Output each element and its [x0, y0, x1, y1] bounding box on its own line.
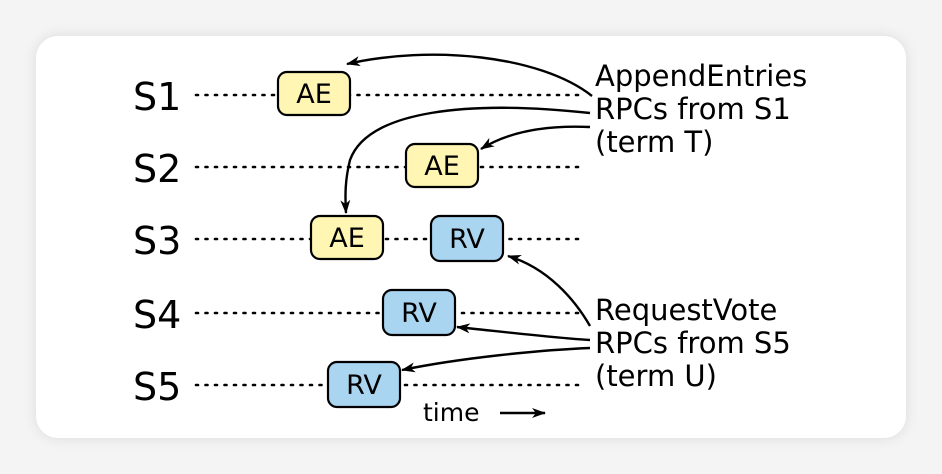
append-entries-note-line-2: RPCs from S1: [595, 92, 791, 126]
message-box-s4-rv: RV: [381, 288, 457, 337]
message-label-s2-ae: AE: [424, 151, 460, 182]
message-box-s5-rv: RV: [326, 360, 402, 409]
server-label-s4: S4: [133, 293, 181, 337]
time-axis-label: time: [423, 398, 479, 427]
message-label-s5-rv: RV: [346, 370, 382, 401]
message-label-s3-rv: RV: [449, 224, 485, 255]
message-label-s1-ae: AE: [296, 79, 332, 110]
request-vote-note-line-1: RequestVote: [595, 293, 777, 327]
server-label-s2: S2: [133, 147, 181, 191]
arrow-ae-to-s3: [340, 106, 591, 214]
message-label-s3-ae: AE: [329, 223, 365, 254]
server-label-s5: S5: [133, 365, 181, 409]
server-label-s3: S3: [133, 219, 181, 263]
arrow-rv-to-s3: [507, 254, 592, 327]
arrow-rv-to-s4: [456, 323, 591, 342]
append-entries-note-line-1: AppendEntries: [595, 59, 807, 93]
message-box-s2-ae: AE: [404, 142, 480, 189]
server-label-s1: S1: [133, 75, 181, 119]
message-box-s3-rv: RV: [429, 214, 505, 263]
message-label-s4-rv: RV: [401, 298, 437, 329]
arrow-ae-to-s2: [480, 125, 591, 151]
arrow-ae-to-s1: [346, 53, 593, 97]
append-entries-note-line-3: (term T): [595, 125, 713, 159]
message-box-s3-ae: AE: [309, 214, 385, 261]
request-vote-note-line-3: (term U): [595, 359, 717, 393]
arrow-rv-to-s5: [401, 346, 591, 373]
request-vote-note-line-2: RPCs from S5: [595, 326, 791, 360]
message-box-s1-ae: AE: [276, 70, 352, 117]
